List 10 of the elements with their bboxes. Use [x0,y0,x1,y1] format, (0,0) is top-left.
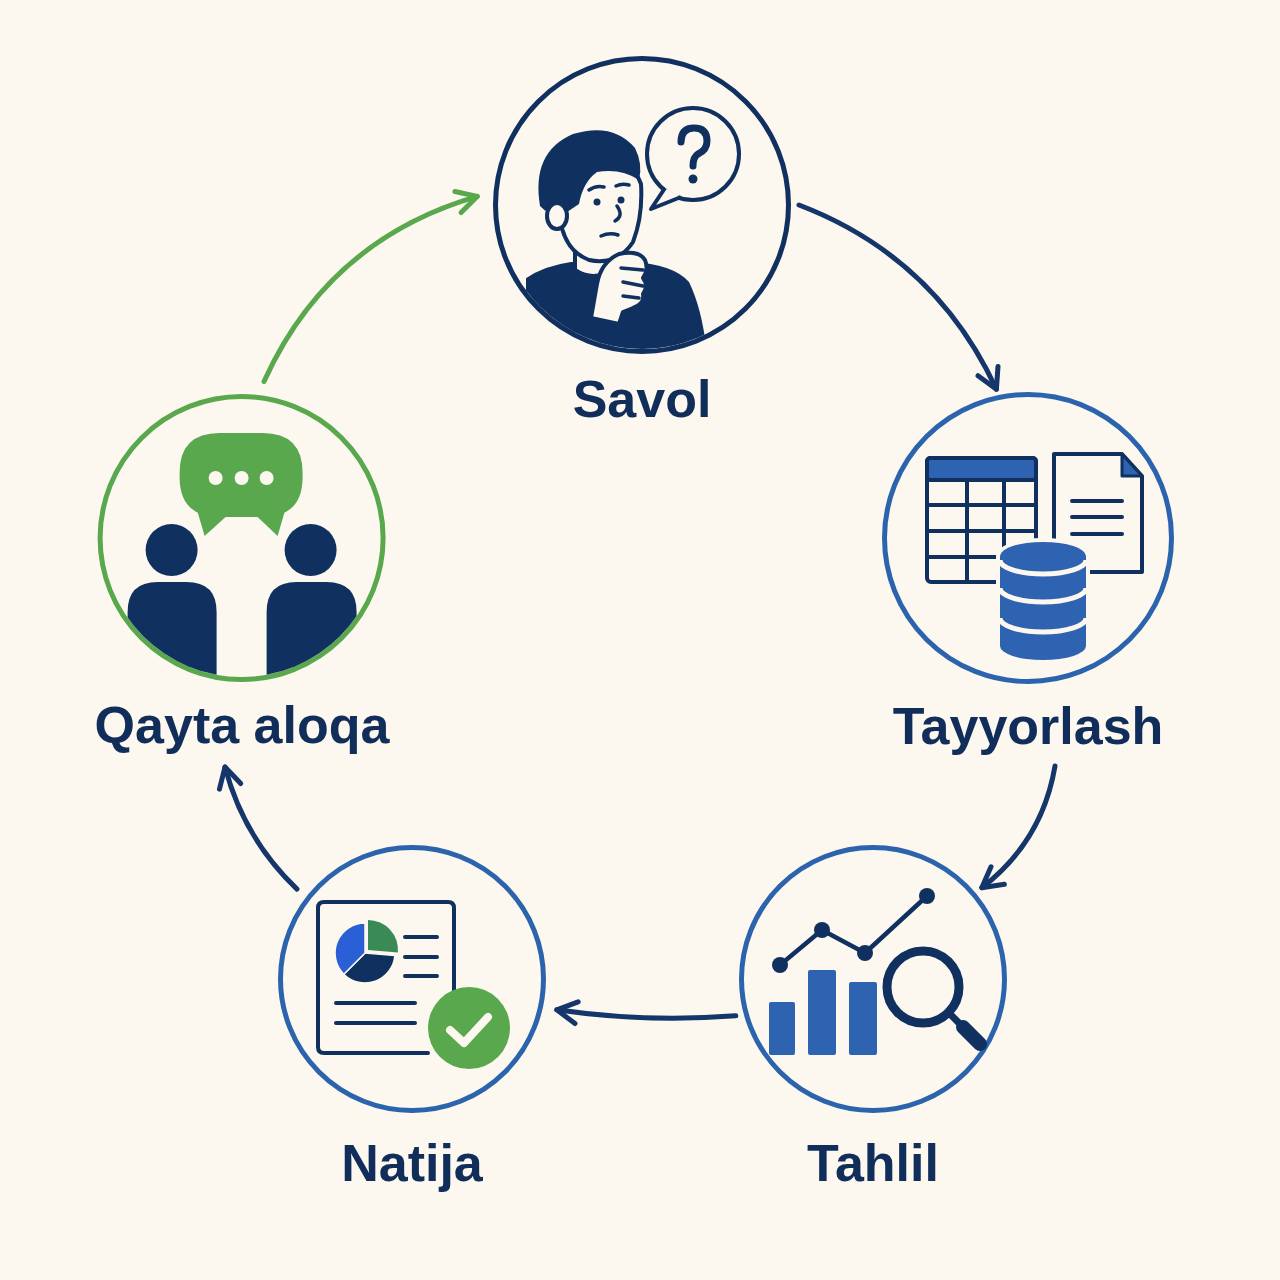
arrow [217,764,300,892]
step-label: Tayyorlash [892,696,1164,756]
step-label: Natija [341,1133,483,1193]
arrow [261,189,480,384]
step-label: Qayta aloqa [94,695,390,755]
arrow [979,763,1058,891]
arrow [796,202,1000,392]
step-label: Tahlil [807,1133,939,1193]
arrow [554,999,739,1026]
step-label: Savol [572,369,712,429]
